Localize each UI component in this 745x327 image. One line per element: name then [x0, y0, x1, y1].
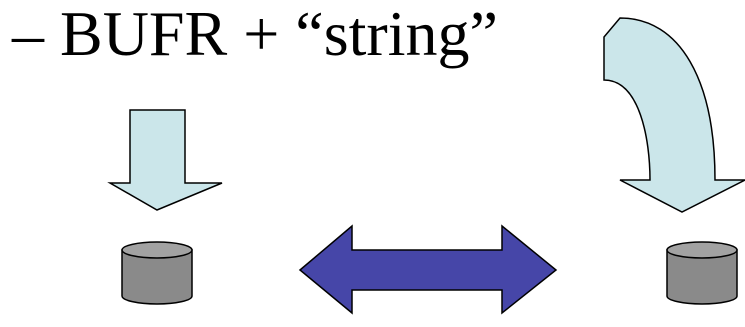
double-headed-arrow-icon	[298, 224, 558, 315]
down-arrow-icon	[107, 109, 223, 211]
slide-heading: – BUFR + “string”	[12, 0, 498, 69]
database-cylinder-icon-right	[666, 241, 738, 305]
database-cylinder-icon	[121, 241, 193, 305]
curved-down-arrow-icon	[603, 17, 745, 213]
